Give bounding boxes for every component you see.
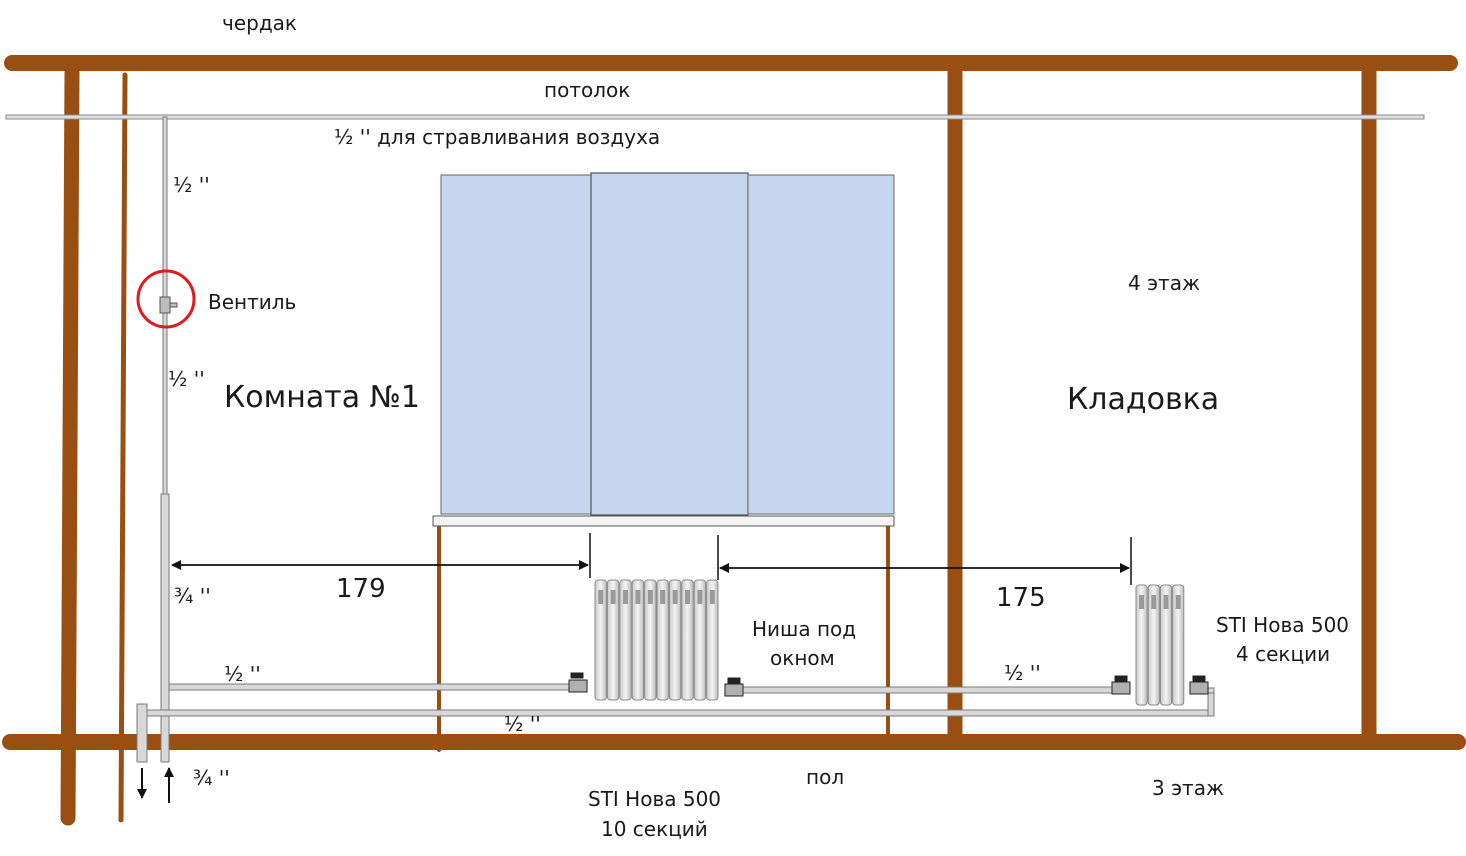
- niche-label-line2: окном: [770, 646, 835, 670]
- storage-label: Кладовка: [1067, 382, 1219, 417]
- valve-big-right: [724, 677, 744, 697]
- supply-left-label: ½ '': [224, 662, 261, 686]
- radiator-section: [594, 579, 607, 701]
- radiator-section-nipple: [647, 590, 653, 604]
- valve-highlight-circle: [136, 269, 196, 329]
- floor3-label: 3 этаж: [1152, 776, 1224, 800]
- radiator-section: [631, 579, 645, 701]
- radiator-section: [668, 579, 682, 701]
- radiator-section-nipple: [610, 590, 616, 604]
- supply-pipe-right: [739, 686, 1116, 694]
- radiator-section-nipple: [697, 590, 703, 604]
- radiator-section-nipple: [709, 590, 715, 604]
- room1-label: Комната №1: [224, 380, 420, 415]
- radiator-section-nipple: [660, 590, 666, 604]
- radiator-section-nipple: [635, 590, 641, 604]
- radiator-section: [1159, 584, 1173, 706]
- radiator-section: [1135, 584, 1148, 706]
- floor4-label: 4 этаж: [1128, 271, 1200, 295]
- valve-small-right: [1189, 675, 1209, 695]
- rad-small-label-line1: STI Нова 500: [1216, 613, 1349, 637]
- attic-label: чердак: [222, 11, 297, 35]
- radiator-section-nipple: [623, 590, 628, 604]
- dim-left-value: 179: [336, 574, 386, 604]
- radiator-section: [1147, 584, 1160, 706]
- radiator-section: [1172, 584, 1185, 706]
- labels: чердак потолок ½ '' для стравливания воз…: [168, 11, 1349, 841]
- flow-arrows: [137, 767, 174, 803]
- rad-big-label-line1: STI Нова 500: [588, 787, 721, 811]
- ceiling-label: потолок: [544, 78, 630, 102]
- air-vent-label: ½ '' для стравливания воздуха: [334, 125, 660, 149]
- rad-big-label-line2: 10 секций: [601, 817, 708, 841]
- radiator-section-nipple: [1151, 595, 1157, 609]
- valve-body: [159, 296, 171, 314]
- supply-right-label: ½ '': [1004, 661, 1041, 685]
- radiator-section: [606, 579, 620, 701]
- radiator-4-sections: [1135, 584, 1185, 706]
- radiator-section-nipple: [685, 590, 690, 604]
- return-pipe: [145, 709, 1213, 717]
- radiator-section-nipple: [1139, 595, 1145, 609]
- niche-label-line1: Ниша под: [752, 617, 856, 641]
- riser-three-quarter-label: ¾ '': [174, 584, 211, 608]
- return-riser-stub: [136, 703, 148, 763]
- radiator-section: [693, 579, 707, 701]
- valve-small-left: [1111, 675, 1131, 695]
- window-sill: [432, 515, 895, 527]
- window-pane-right: [747, 174, 895, 515]
- window-pane-center: [590, 172, 749, 516]
- radiator-section-nipple: [1175, 595, 1181, 609]
- valve-handle: [169, 302, 178, 308]
- dim-right-value: 175: [996, 583, 1046, 613]
- dimensions: [171, 533, 1132, 585]
- return-pipe-up: [1207, 689, 1215, 717]
- pipe-top-label: ½ '': [173, 173, 210, 197]
- valve-big-left: [568, 672, 588, 693]
- radiator-section: [619, 579, 632, 701]
- pipe-mid-label: ½ '': [168, 367, 205, 391]
- structure: [2, 55, 1466, 826]
- riser-pipe-thick: [160, 493, 170, 763]
- radiator-valves: [568, 672, 1209, 697]
- radiator-section: [706, 579, 719, 701]
- radiator-section: [644, 579, 657, 701]
- window: [432, 172, 895, 527]
- radiator-section: [656, 579, 669, 701]
- radiator-section-nipple: [672, 590, 678, 604]
- radiator-section-nipple: [1163, 595, 1169, 609]
- ceiling-line: [5, 114, 1425, 120]
- thin-post-left: [118, 72, 128, 823]
- riser-valve: [136, 269, 196, 329]
- window-pane-left: [440, 174, 592, 515]
- radiator-section: [681, 579, 694, 701]
- riser-bottom-label: ¾ '': [193, 766, 230, 790]
- return-pipe-label: ½ '': [504, 712, 541, 736]
- valve-label: Вентиль: [208, 290, 296, 314]
- radiator-section-nipple: [598, 590, 604, 604]
- left-post: [60, 64, 80, 826]
- radiator-10-sections: [594, 579, 719, 701]
- floor-label: пол: [806, 765, 844, 789]
- rad-small-label-line2: 4 секции: [1236, 642, 1330, 666]
